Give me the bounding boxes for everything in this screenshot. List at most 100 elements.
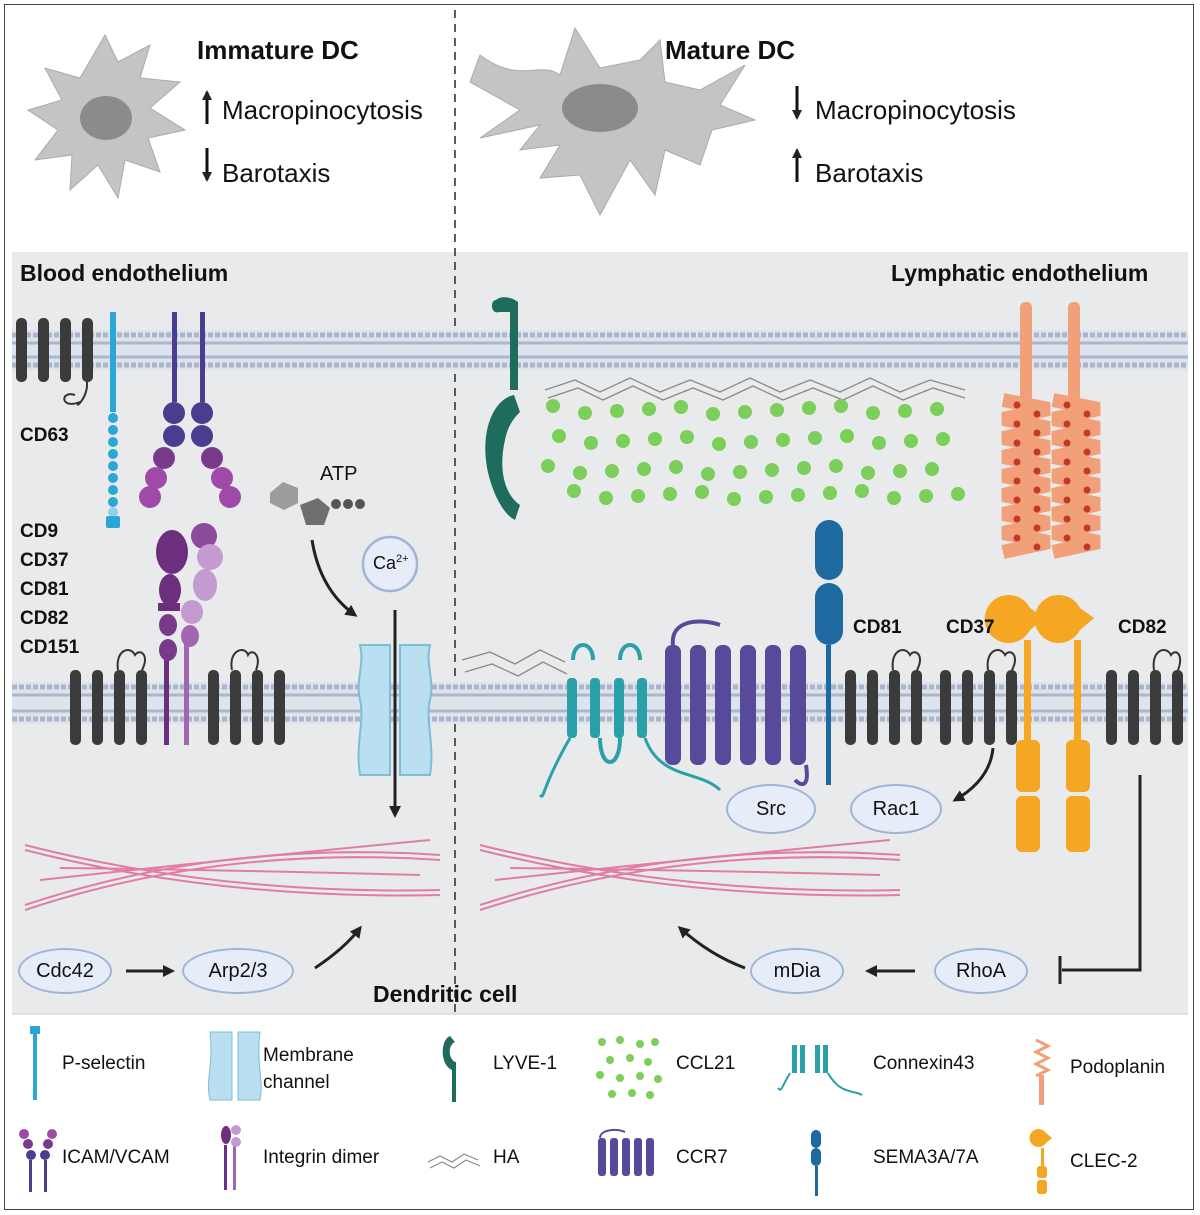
mature-down-effect: Macropinocytosis — [815, 95, 1016, 125]
mature-dc-cell — [469, 26, 757, 217]
ccl21-dot — [738, 405, 752, 419]
legend-podoplanin: Podoplanin — [1070, 1057, 1166, 1078]
ccl21-dot — [680, 430, 694, 444]
ccl21-dot — [552, 429, 566, 443]
cdc42-node: Cdc42 — [18, 948, 112, 994]
legend-integrin-dimer: Integrin dimer — [263, 1147, 380, 1168]
legend-sema3a-7a: SEMA3A/7A — [873, 1147, 979, 1168]
ccl21-dot — [706, 407, 720, 421]
figure-frame — [4, 4, 1194, 1210]
ccl21-dot — [669, 460, 683, 474]
ccl21-dot — [904, 434, 918, 448]
podoplanin-glycan-dot — [1083, 524, 1091, 532]
legend-p-selectin: P-selectin — [62, 1053, 146, 1074]
sema-icon — [811, 1130, 821, 1196]
p-selectin — [106, 312, 120, 528]
podoplanin-glycan-dot — [1013, 439, 1021, 447]
connexin43-icon — [777, 1045, 863, 1096]
ccl21-icon — [596, 1036, 662, 1099]
ccl21-dot — [599, 491, 613, 505]
ccl21-dot — [637, 462, 651, 476]
cd82-left-label: CD82 — [20, 608, 69, 629]
podoplanin-glycan-dot — [1033, 429, 1041, 437]
immature-dc-cell — [26, 33, 187, 200]
mature-dc-title: Mature DC — [665, 35, 796, 65]
cd81-left-label: CD81 — [20, 579, 69, 600]
ccl21-dot — [823, 486, 837, 500]
actin-left — [24, 839, 441, 911]
legend-clec2: CLEC-2 — [1070, 1151, 1138, 1172]
ha-upper — [544, 377, 966, 401]
legend-ccl21: CCL21 — [676, 1053, 736, 1074]
legend-membrane-channel: Membrane channel — [263, 1045, 354, 1093]
icam-vcam — [139, 312, 241, 508]
ccl21-dot — [834, 399, 848, 413]
ccl21-dot — [808, 431, 822, 445]
ccl21-dot — [829, 459, 843, 473]
cd37-left-label: CD37 — [20, 550, 69, 571]
ccl21-cloud — [541, 399, 965, 506]
ccl21-dot — [605, 464, 619, 478]
ccl21-dot — [765, 463, 779, 477]
icam-vcam-icon — [19, 1129, 57, 1192]
ccl21-dot — [712, 437, 726, 451]
ccl21-dot — [546, 399, 560, 413]
ccl21-dot — [887, 491, 901, 505]
podoplanin — [1001, 302, 1101, 559]
immature-up-effect: Macropinocytosis — [222, 95, 423, 125]
podoplanin-icon — [1032, 1038, 1052, 1105]
lyve1 — [485, 297, 520, 520]
ccl21-dot — [567, 484, 581, 498]
integrin-dimer — [156, 523, 223, 745]
ccl21-dot — [701, 467, 715, 481]
podoplanin-glycan-dot — [1033, 467, 1041, 475]
p-selectin-icon — [30, 1026, 40, 1100]
ccl21-dot — [584, 436, 598, 450]
ccl21-dot — [631, 489, 645, 503]
podoplanin-glycan-dot — [1013, 477, 1021, 485]
ccr7 — [665, 619, 809, 787]
effect-arrows — [202, 86, 802, 182]
podoplanin-glycan-dot — [1033, 543, 1041, 551]
cd63-label: CD63 — [20, 425, 69, 446]
ccl21-dot — [674, 400, 688, 414]
ccl21-dot — [578, 406, 592, 420]
legend-ha: HA — [493, 1147, 520, 1168]
mature-up-effect: Barotaxis — [815, 158, 924, 188]
ccl21-dot — [930, 402, 944, 416]
cd151-label: CD151 — [20, 637, 80, 658]
podoplanin-glycan-dot — [1063, 515, 1071, 523]
dendritic-cell-label: Dendritic cell — [373, 981, 518, 1007]
legend-icam-vcam: ICAM/VCAM — [62, 1147, 170, 1168]
dc-tetraspanin-right — [845, 649, 1183, 745]
podoplanin-glycan-dot — [1013, 534, 1021, 542]
calcium-label: Ca2+ — [373, 553, 409, 573]
podoplanin-glycan-dot — [1013, 458, 1021, 466]
immature-down-effect: Barotaxis — [222, 158, 331, 188]
podoplanin-glycan-dot — [1033, 448, 1041, 456]
mdia-node: mDia — [750, 948, 844, 994]
membrane-channel-icon — [207, 1031, 262, 1101]
ccl21-dot — [727, 492, 741, 506]
blood-endothelium-label: Blood endothelium — [20, 260, 229, 286]
podoplanin-glycan-dot — [1013, 515, 1021, 523]
ccl21-dot — [919, 489, 933, 503]
connexin43 — [538, 643, 722, 798]
podoplanin-glycan-dot — [1063, 496, 1071, 504]
ccl21-dot — [951, 487, 965, 501]
calcium-ion — [361, 535, 419, 593]
podoplanin-glycan-dot — [1033, 410, 1041, 418]
src-node: Src — [726, 784, 816, 834]
podoplanin-glycan-dot — [1013, 401, 1021, 409]
ccl21-dot — [936, 432, 950, 446]
cd82-inhibit-rhoa — [1062, 775, 1142, 972]
podoplanin-glycan-dot — [1083, 467, 1091, 475]
sema3a-7a — [815, 520, 843, 785]
ccl21-dot — [610, 404, 624, 418]
podoplanin-glycan-dot — [1063, 420, 1071, 428]
ccl21-dot — [759, 490, 773, 504]
integrin-dimer-icon — [221, 1125, 241, 1190]
ccl21-dot — [663, 487, 677, 501]
podoplanin-glycan-dot — [1063, 458, 1071, 466]
